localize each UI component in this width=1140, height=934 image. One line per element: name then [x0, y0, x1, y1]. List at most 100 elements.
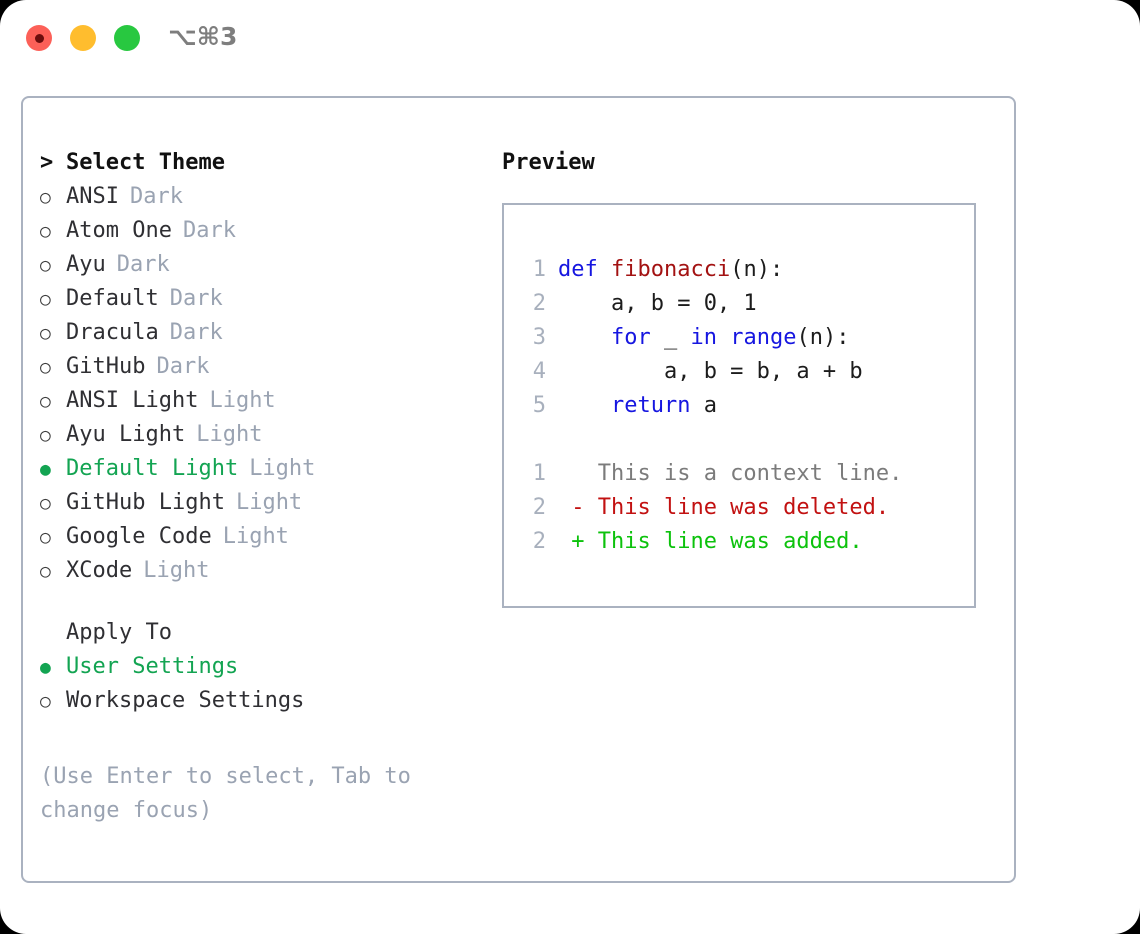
preview-column: Preview	[502, 146, 1002, 180]
theme-option-variant: Light	[222, 524, 289, 549]
theme-option-label: Ayu	[66, 252, 106, 277]
radio-selected-icon: ●	[40, 657, 51, 678]
theme-option-label: Atom One	[66, 218, 172, 243]
radio-selected-icon: ●	[40, 459, 51, 480]
theme-option-github[interactable]: ○ GitHub Dark	[40, 350, 490, 384]
line-number: 2	[532, 495, 546, 520]
apply-to-option-label: User Settings	[66, 654, 239, 679]
radio-unselected-icon: ○	[40, 255, 51, 276]
theme-option-variant: Dark	[169, 320, 223, 345]
theme-option-variant: Light	[249, 456, 316, 481]
line-number: 5	[532, 393, 546, 418]
close-window-button[interactable]	[26, 25, 52, 51]
radio-unselected-icon: ○	[40, 323, 51, 344]
code-token: This is a context line.	[558, 461, 903, 486]
code-token: for	[558, 325, 664, 350]
maximize-window-button[interactable]	[114, 25, 140, 51]
theme-option-label: Default Light	[66, 456, 239, 481]
theme-option-variant: Dark	[116, 252, 170, 277]
theme-option-ansi[interactable]: ○ ANSI Dark	[40, 180, 490, 214]
radio-unselected-icon: ○	[40, 187, 51, 208]
code-token: in	[690, 325, 731, 350]
code-token: + This line was added.	[558, 529, 863, 554]
code-token: return	[558, 393, 704, 418]
theme-option-github-light[interactable]: ○ GitHub Light Light	[40, 486, 490, 520]
theme-option-variant: Light	[196, 422, 263, 447]
line-number: 1	[532, 461, 546, 486]
select-theme-heading-label: Select Theme	[66, 150, 225, 175]
theme-option-ayu[interactable]: ○ Ayu Dark	[40, 248, 490, 282]
code-token: range	[730, 325, 797, 350]
theme-option-ayu-light[interactable]: ○ Ayu Light Light	[40, 418, 490, 452]
keyboard-shortcut-label: ⌥⌘3	[168, 22, 238, 51]
title-bar: ⌥⌘3	[0, 0, 1140, 78]
radio-unselected-icon: ○	[40, 691, 51, 712]
diff-sample: 1 This is a context line.2 - This line w…	[520, 457, 903, 559]
code-token: (n):	[796, 325, 850, 350]
radio-unselected-icon: ○	[40, 425, 51, 446]
code-token: - This line was deleted.	[558, 495, 890, 520]
code-line: 4 a, b = b, a + b	[520, 355, 902, 389]
theme-option-variant: Light	[235, 490, 303, 515]
diff-line: 2 + This line was added.	[520, 525, 902, 559]
apply-to-option-label: Workspace Settings	[66, 688, 305, 713]
theme-option-label: Ayu Light	[66, 422, 186, 447]
minimize-window-button[interactable]	[70, 25, 96, 51]
code-token: a	[703, 393, 717, 418]
diff-line: 1 This is a context line.	[520, 457, 903, 491]
radio-unselected-icon: ○	[40, 357, 51, 378]
theme-option-default[interactable]: ○ Default Dark	[40, 282, 490, 316]
radio-unselected-icon: ○	[40, 527, 51, 548]
code-line: 3 for _ in range(n):	[520, 321, 902, 355]
line-number: 3	[532, 325, 546, 350]
apply-to-option-user-settings[interactable]: ● User Settings	[40, 650, 490, 684]
theme-option-label: GitHub	[66, 354, 146, 379]
radio-unselected-icon: ○	[40, 561, 51, 582]
theme-option-variant: Light	[209, 388, 276, 413]
theme-option-label: ANSI Light	[66, 388, 199, 413]
theme-option-label: ANSI	[66, 184, 119, 209]
code-diff-gap	[520, 423, 902, 457]
theme-option-variant: Dark	[129, 184, 183, 209]
apply-to-option-workspace-settings[interactable]: ○ Workspace Settings	[40, 684, 490, 718]
preview-heading: Preview	[502, 150, 595, 175]
theme-option-variant: Dark	[169, 286, 223, 311]
theme-option-variant: Dark	[182, 218, 236, 243]
theme-option-label: XCode	[66, 558, 133, 583]
code-token: a, b = 0, 1	[558, 291, 757, 316]
theme-option-default-light[interactable]: ● Default Light Light	[40, 452, 490, 486]
select-theme-heading: > Select Theme	[40, 146, 490, 180]
blank-marker-icon: ○	[40, 617, 66, 651]
theme-option-variant: Light	[143, 558, 210, 583]
apply-to-heading: ○ Apply To	[40, 616, 490, 650]
code-token: a, b = b, a + b	[558, 359, 863, 384]
radio-unselected-icon: ○	[40, 493, 51, 514]
theme-option-label: GitHub Light	[66, 490, 225, 515]
diff-line: 2 - This line was deleted.	[520, 491, 902, 525]
theme-option-xcode[interactable]: ○ XCode Light	[40, 554, 490, 588]
radio-unselected-icon: ○	[40, 289, 51, 310]
apply-to-heading-label: Apply To	[66, 620, 172, 645]
prompt-caret-icon: >	[40, 150, 54, 175]
keyboard-hint-text: (Use Enter to select, Tab to change focu…	[40, 764, 411, 823]
code-token: (n):	[730, 257, 784, 282]
theme-option-dracula[interactable]: ○ Dracula Dark	[40, 316, 490, 350]
theme-option-variant: Dark	[156, 354, 210, 379]
line-number: 2	[532, 529, 546, 554]
radio-unselected-icon: ○	[40, 221, 51, 242]
theme-option-atom-one[interactable]: ○ Atom One Dark	[40, 214, 490, 248]
theme-option-label: Default	[66, 286, 159, 311]
theme-option-label: Dracula	[66, 320, 159, 345]
line-number: 4	[532, 359, 546, 384]
code-token: fibonacci	[610, 257, 731, 282]
